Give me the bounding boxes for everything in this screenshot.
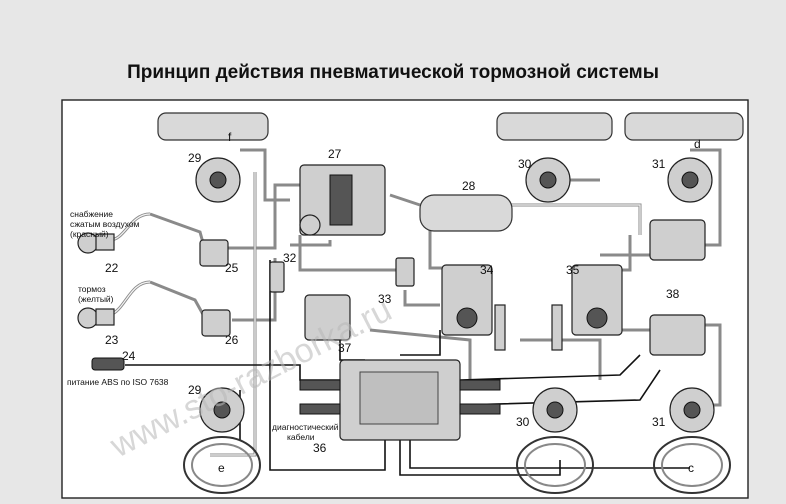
num-23: 23 [105,333,119,347]
label-supply-3: (красный) [70,229,109,239]
sensor-left [494,304,506,351]
num-24: 24 [122,349,136,363]
label-diag-2: кабели [287,432,315,442]
letter-e: e [218,461,225,475]
relay-valve-34 [441,264,493,336]
num-27: 27 [328,147,342,161]
diagram-title: Принцип действия пневматической тормозно… [127,62,659,83]
electric-wires [125,260,690,476]
port-letters: f d e c [218,130,701,475]
coupling-head-22 [77,232,115,254]
brake-chamber-30-top [525,157,571,203]
wheel-c [653,436,731,494]
brake-chamber-30-bottom [532,387,578,433]
num-28: 28 [462,179,476,193]
num-22: 22 [105,261,119,275]
num-25: 25 [225,261,239,275]
wheel-middle [516,436,594,494]
tank-left-top [157,112,269,141]
relay-valve-35 [571,264,623,336]
wheel-e [183,436,261,494]
modulator-38-top [649,219,706,261]
label-abs-power: питание ABS по ISO 7638 [67,377,169,387]
num-29-top: 29 [188,151,202,165]
num-30-bottom: 30 [516,415,530,429]
label-supply-2: сжатым воздухом [70,219,140,229]
sensor-right [551,304,563,351]
valve-32 [269,261,285,293]
letter-c: c [688,461,694,475]
brake-chamber-31-bottom [669,387,715,433]
modulator-38-bottom [649,314,706,356]
num-36: 36 [313,441,327,455]
tank-right-top-2 [624,112,744,141]
num-37: 37 [338,341,352,355]
line-filter-26 [201,309,231,337]
abs-ecu-36 [299,359,501,441]
num-30-top: 30 [518,157,532,171]
coupling-head-23 [77,307,115,329]
brake-chamber-31-top [667,157,713,203]
letter-d: d [694,137,701,151]
label-brake-2: (желтый) [78,294,114,304]
num-38: 38 [666,287,680,301]
num-29-bottom: 29 [188,383,202,397]
abs-connector-24 [91,357,125,371]
label-diag-1: диагностический [272,422,339,432]
num-31-top: 31 [652,157,666,171]
trailer-brake-valve-27 [299,164,386,236]
brake-chamber-29-bottom [199,387,245,433]
air-tank-28 [419,194,513,232]
letter-f: f [228,130,232,144]
num-32: 32 [283,251,297,265]
component-numbers: 29 27 28 30 31 22 25 32 34 35 33 38 23 2… [105,147,680,455]
num-31-bottom: 31 [652,415,666,429]
modulator-37 [304,294,351,341]
num-34: 34 [480,263,494,277]
label-supply-1: снабжение [70,209,113,219]
num-35: 35 [566,263,580,277]
brake-chamber-29-top [195,157,241,203]
side-labels: снабжение сжатым воздухом (красный) торм… [67,209,339,442]
num-26: 26 [225,333,239,347]
label-brake-1: тормоз [78,284,106,294]
num-33: 33 [378,292,392,306]
line-filter-25 [199,239,229,267]
tank-right-top-1 [496,112,613,141]
valve-33 [395,257,415,287]
